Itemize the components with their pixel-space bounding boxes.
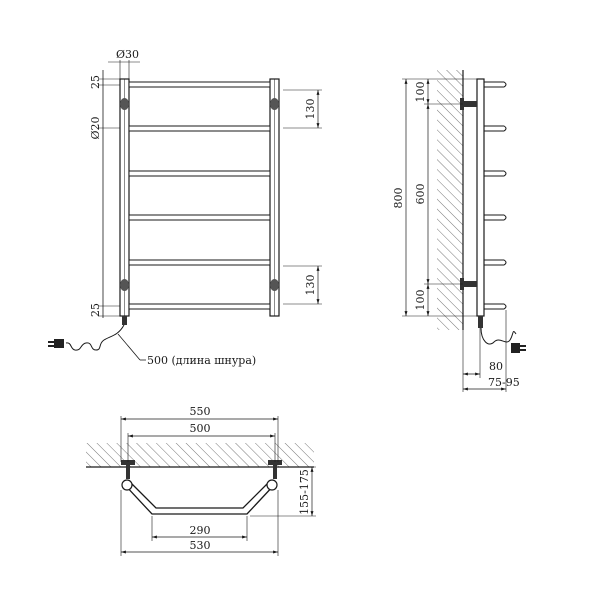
plug-icon (48, 339, 64, 348)
dim-top-label: 25 (89, 75, 102, 89)
height-mid-label: 600 (414, 184, 427, 205)
top-depth-label: 155-175 (298, 469, 311, 515)
width-inner-label: 290 (190, 524, 211, 537)
side-plug-icon (511, 343, 526, 353)
top-mounts (121, 460, 282, 479)
rungs (128, 81, 271, 310)
side-power-cord (480, 327, 517, 345)
top-view: 550 500 155-175 290 530 (86, 405, 316, 556)
depth-range-label: 75-95 (488, 376, 520, 389)
dia-post-label: Ø30 (116, 48, 139, 61)
dim-bottom-label: 25 (89, 303, 102, 317)
spacing-bottom-label: 130 (304, 275, 317, 296)
cord-length-label: 500 (длина шнура) (147, 354, 256, 367)
mount-brackets (120, 98, 279, 291)
depth-min-label: 80 (489, 360, 503, 373)
side-view: 800 100 600 100 80 75-95 (392, 70, 526, 392)
offset-bottom-label: 100 (414, 290, 427, 311)
bar-top-profile (123, 483, 276, 515)
wall-hatch (437, 70, 463, 330)
dia-bar-label: Ø20 (89, 116, 102, 139)
front-view: 500 (длина шнура) 25 Ø20 25 Ø30 130 130 (48, 48, 322, 367)
width-outer-label: 550 (190, 405, 211, 418)
spacing-top-label: 130 (304, 99, 317, 120)
side-rungs (484, 81, 507, 310)
height-total-label: 800 (392, 188, 405, 209)
power-cord (65, 324, 125, 351)
width-mount-label: 500 (190, 422, 211, 435)
offset-top-label: 100 (414, 82, 427, 103)
width-bottom-label: 530 (190, 539, 211, 552)
